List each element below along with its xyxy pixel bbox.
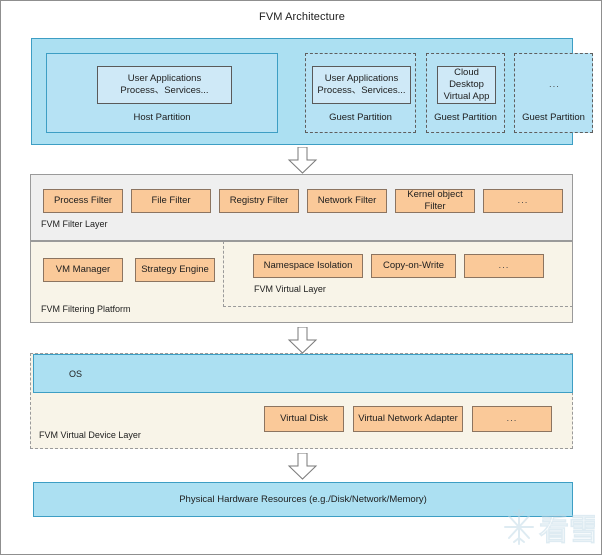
virtual-layer-item-namespace-isolation[interactable]: Namespace Isolation — [253, 254, 363, 278]
guest-3-app-ellipsis: ... — [549, 79, 560, 90]
host-app-line1: User Applications — [127, 73, 202, 84]
platform-item-vm-manager[interactable]: VM Manager — [43, 258, 123, 282]
physical-hardware-layer: Physical Hardware Resources (e.g./Disk/N… — [33, 482, 573, 517]
filter-item-file[interactable]: File Filter — [131, 189, 211, 213]
filter-item-network-label: Network Filter — [317, 195, 377, 206]
platform-item-strategy-engine-label: Strategy Engine — [141, 264, 209, 275]
guest-2-app-line1: Cloud Desktop — [449, 67, 484, 90]
page-title: FVM Architecture — [259, 11, 345, 23]
physical-hardware-layer-label: Physical Hardware Resources (e.g./Disk/N… — [179, 493, 427, 505]
filter-item-kernel-object-label: Kernel object Filter — [407, 189, 463, 212]
watermark-text: 看雪 — [539, 513, 595, 548]
filter-item-more-label: ... — [517, 195, 529, 206]
os-layer-label: OS — [69, 369, 83, 379]
os-layer: OS — [33, 354, 573, 393]
guest-2-app-box: Cloud Desktop Virtual App — [437, 66, 496, 104]
virtual-device-item-more[interactable]: ... — [472, 406, 552, 432]
guest-2-app-line2: Virtual App — [443, 91, 490, 102]
virtual-layer-item-more[interactable]: ... — [464, 254, 544, 278]
arrow-device-to-hardware — [287, 452, 318, 485]
fvm-filter-layer-label: FVM Filter Layer — [41, 219, 108, 229]
guest-partition-3-label: Guest Partition — [522, 112, 585, 123]
arrow-partition-to-filter — [287, 146, 318, 179]
platform-item-vm-manager-label: VM Manager — [55, 264, 111, 275]
filter-item-registry-label: Registry Filter — [229, 195, 289, 206]
host-partition[interactable]: User Applications Process、Services... Ho… — [46, 53, 278, 133]
filter-item-process[interactable]: Process Filter — [43, 189, 123, 213]
guest-1-app-line1: User Applications — [324, 73, 399, 84]
virtual-layer-item-more-label: ... — [498, 260, 510, 271]
virtual-layer-item-namespace-isolation-label: Namespace Isolation — [263, 260, 353, 271]
virtual-device-item-more-label: ... — [506, 413, 518, 424]
fvm-filtering-platform: VM Manager Strategy Engine Namespace Iso… — [30, 241, 573, 323]
virtual-device-item-virtual-network-adapter[interactable]: Virtual Network Adapter — [353, 406, 463, 432]
virtual-layer-item-copy-on-write-label: Copy-on-Write — [382, 260, 445, 271]
guest-1-app-line2: Process、Services... — [317, 85, 406, 96]
partition-layer: User Applications Process、Services... Ho… — [31, 38, 593, 145]
host-partition-label: Host Partition — [133, 112, 191, 123]
host-app-line2: Process、Services... — [120, 85, 209, 96]
platform-item-strategy-engine[interactable]: Strategy Engine — [135, 258, 215, 282]
fvm-filtering-platform-label: FVM Filtering Platform — [41, 304, 131, 314]
guest-partition-1[interactable]: User Applications Process、Services... Gu… — [305, 53, 416, 133]
filter-item-network[interactable]: Network Filter — [307, 189, 387, 213]
arrow-platform-to-os — [287, 326, 318, 359]
virtual-device-item-virtual-disk[interactable]: Virtual Disk — [264, 406, 344, 432]
filter-item-more[interactable]: ... — [483, 189, 563, 213]
virtual-layer-item-copy-on-write[interactable]: Copy-on-Write — [371, 254, 456, 278]
filter-item-file-label: File Filter — [151, 195, 191, 206]
fvm-virtual-layer: Namespace Isolation Copy-on-Write ... FV… — [223, 241, 573, 307]
virtual-device-item-virtual-disk-label: Virtual Disk — [280, 413, 328, 424]
filter-item-registry[interactable]: Registry Filter — [219, 189, 299, 213]
fvm-virtual-device-layer-label: FVM Virtual Device Layer — [39, 430, 141, 440]
guest-partition-3[interactable]: ... Guest Partition — [514, 53, 593, 133]
guest-1-app-box: User Applications Process、Services... — [312, 66, 411, 104]
filter-item-kernel-object[interactable]: Kernel object Filter — [395, 189, 475, 213]
host-app-box: User Applications Process、Services... — [97, 66, 232, 104]
guest-partition-2-label: Guest Partition — [434, 112, 497, 123]
guest-partition-1-label: Guest Partition — [329, 112, 392, 123]
fvm-virtual-layer-label: FVM Virtual Layer — [254, 284, 326, 294]
guest-partition-2[interactable]: Cloud Desktop Virtual App Guest Partitio… — [426, 53, 505, 133]
virtual-device-item-virtual-network-adapter-label: Virtual Network Adapter — [358, 413, 458, 424]
filter-item-process-label: Process Filter — [53, 195, 113, 206]
fvm-filter-layer: Process Filter File Filter Registry Filt… — [30, 174, 573, 241]
